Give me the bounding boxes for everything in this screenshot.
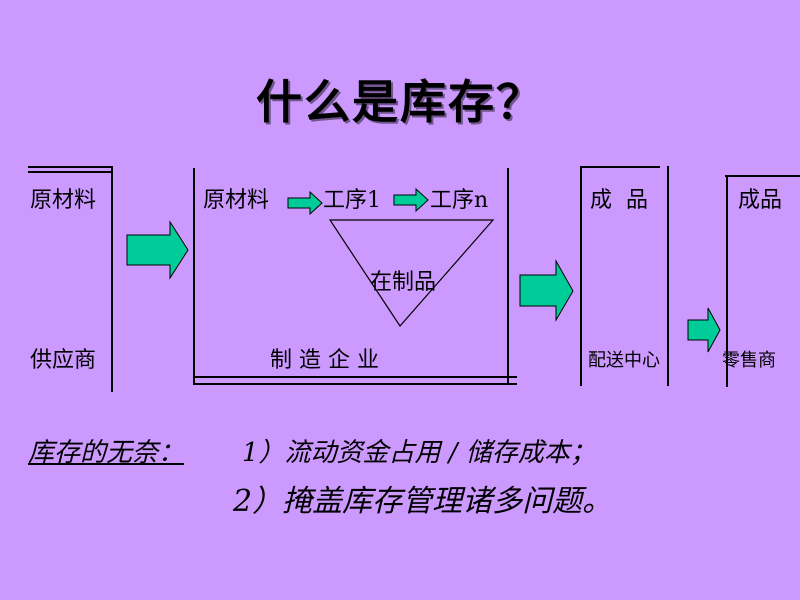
supplier-top-border-2	[28, 171, 112, 173]
note-item-2: 2）掩盖库存管理诸多问题。	[233, 484, 613, 519]
wip-label: 在制品	[370, 270, 437, 295]
arrow-manufacturer-to-distribution	[519, 259, 574, 322]
retailer-top-border	[725, 175, 800, 177]
wip-triangle	[328, 219, 495, 327]
manufacturer-label: 制 造 企 业	[270, 348, 379, 373]
distribution-center-label: 配送中心	[588, 350, 660, 371]
supplier-top-border	[28, 166, 112, 168]
process-n-label: 工序n	[430, 188, 489, 213]
arrow-distribution-to-retailer	[687, 307, 721, 353]
slide-title: 什么是库存？	[256, 75, 544, 129]
process-1-label: 工序1	[323, 188, 381, 213]
supplier-right-border	[111, 166, 113, 392]
notes-heading: 库存的无奈：	[28, 438, 185, 468]
manufacturer-raw-material-label: 原材料	[203, 188, 270, 213]
retailer-product-label: 成品	[738, 188, 783, 213]
distribution-product-label: 成 品	[590, 188, 648, 213]
distribution-right-border	[667, 166, 669, 386]
distribution-left-border	[580, 166, 582, 386]
supplier-label: 供应商	[30, 348, 97, 373]
arrow-process1-to-processn	[393, 187, 429, 213]
manufacturer-right-border	[507, 168, 509, 384]
supplier-raw-material-label: 原材料	[30, 188, 97, 213]
retailer-left-border	[726, 175, 728, 387]
distribution-top-border	[580, 166, 660, 168]
retailer-label: 零售商	[722, 350, 776, 371]
manufacturer-bottom-border-2	[193, 383, 517, 385]
notes-heading-row: 库存的无奈：	[28, 440, 202, 466]
note-item-1: 1）流动资金占用 / 储存成本；	[242, 438, 596, 468]
manufacturer-bottom-border	[193, 376, 517, 378]
arrow-raw-to-process1	[287, 190, 323, 216]
arrow-supplier-to-manufacturer	[126, 220, 189, 280]
manufacturer-left-border	[193, 168, 195, 384]
